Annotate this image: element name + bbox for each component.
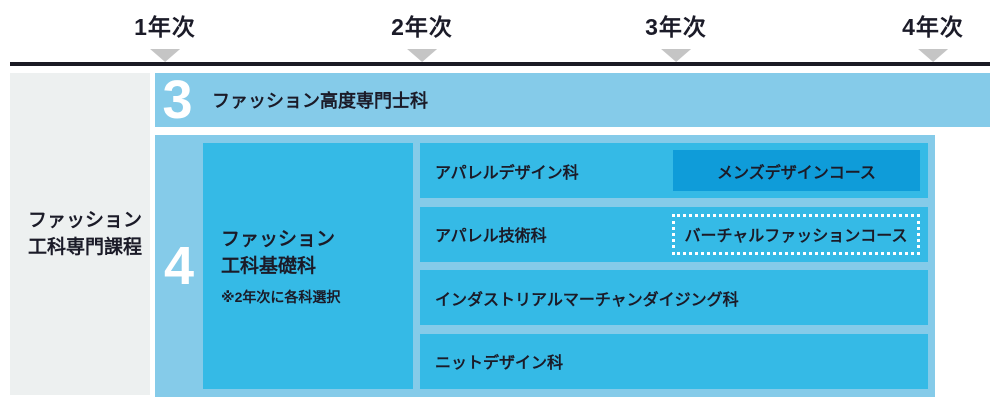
base-title-line-1: ファッション xyxy=(221,228,336,250)
department-label: アパレル技術科 xyxy=(435,228,547,246)
course-label: メンズデザインコース xyxy=(717,164,876,182)
department-row-knit-design: ニットデザイン科 xyxy=(420,333,928,389)
base-note: ※2年次に各科選択 xyxy=(221,288,341,305)
advanced-diploma-bar: 3 ファッション高度専門士科 xyxy=(155,73,990,127)
triangle-down-icon xyxy=(660,49,691,62)
program-4-number: 4 xyxy=(163,236,195,296)
department-row-industrial-merchandising: インダストリアルマーチャンダイジング科 xyxy=(420,270,928,326)
triangle-down-icon xyxy=(406,49,437,62)
year-label-2: 2年次 xyxy=(391,14,453,40)
triangle-down-icon xyxy=(149,49,180,62)
triangle-down-icon xyxy=(917,49,948,62)
base-department-box: ファッション 工科基礎科 ※2年次に各科選択 xyxy=(203,143,413,389)
course-box-mens-design: メンズデザインコース xyxy=(673,150,920,191)
program-category-box: ファッション 工科専門課程 xyxy=(10,73,150,395)
year-marker-1: 1年次 xyxy=(134,8,196,62)
base-title-line-2: 工科基礎科 xyxy=(221,255,317,277)
year-label-1: 1年次 xyxy=(134,14,196,40)
category-line-1: ファッション xyxy=(28,210,143,231)
department-label: ニットデザイン科 xyxy=(435,355,564,373)
department-label: アパレルデザイン科 xyxy=(435,164,579,182)
department-row-apparel-technology: アパレル技術科 バーチャルファッションコース xyxy=(420,206,928,262)
department-label: インダストリアルマーチャンダイジング科 xyxy=(435,291,739,309)
year-marker-3: 3年次 xyxy=(645,8,707,62)
year-marker-4: 4年次 xyxy=(902,8,964,62)
year-marker-2: 2年次 xyxy=(391,8,453,62)
year-label-3: 3年次 xyxy=(645,14,707,40)
course-box-virtual-fashion: バーチャルファッションコース xyxy=(672,213,920,255)
four-year-program-container: 4 ファッション 工科基礎科 ※2年次に各科選択 アパレルデザイン科 メンズデザ… xyxy=(155,135,935,397)
program-3-name: ファッション高度専門士科 xyxy=(212,91,428,111)
program-3-number: 3 xyxy=(162,70,193,130)
department-row-apparel-design: アパレルデザイン科 メンズデザインコース xyxy=(420,143,928,198)
course-label: バーチャルファッションコース xyxy=(684,228,908,246)
program-4-number-column: 4 xyxy=(155,135,203,397)
category-line-2: 工科専門課程 xyxy=(28,237,143,258)
timeline-axis xyxy=(10,62,990,66)
year-label-4: 4年次 xyxy=(902,14,964,40)
department-rows: アパレルデザイン科 メンズデザインコース アパレル技術科 バーチャルファッション… xyxy=(420,143,928,389)
